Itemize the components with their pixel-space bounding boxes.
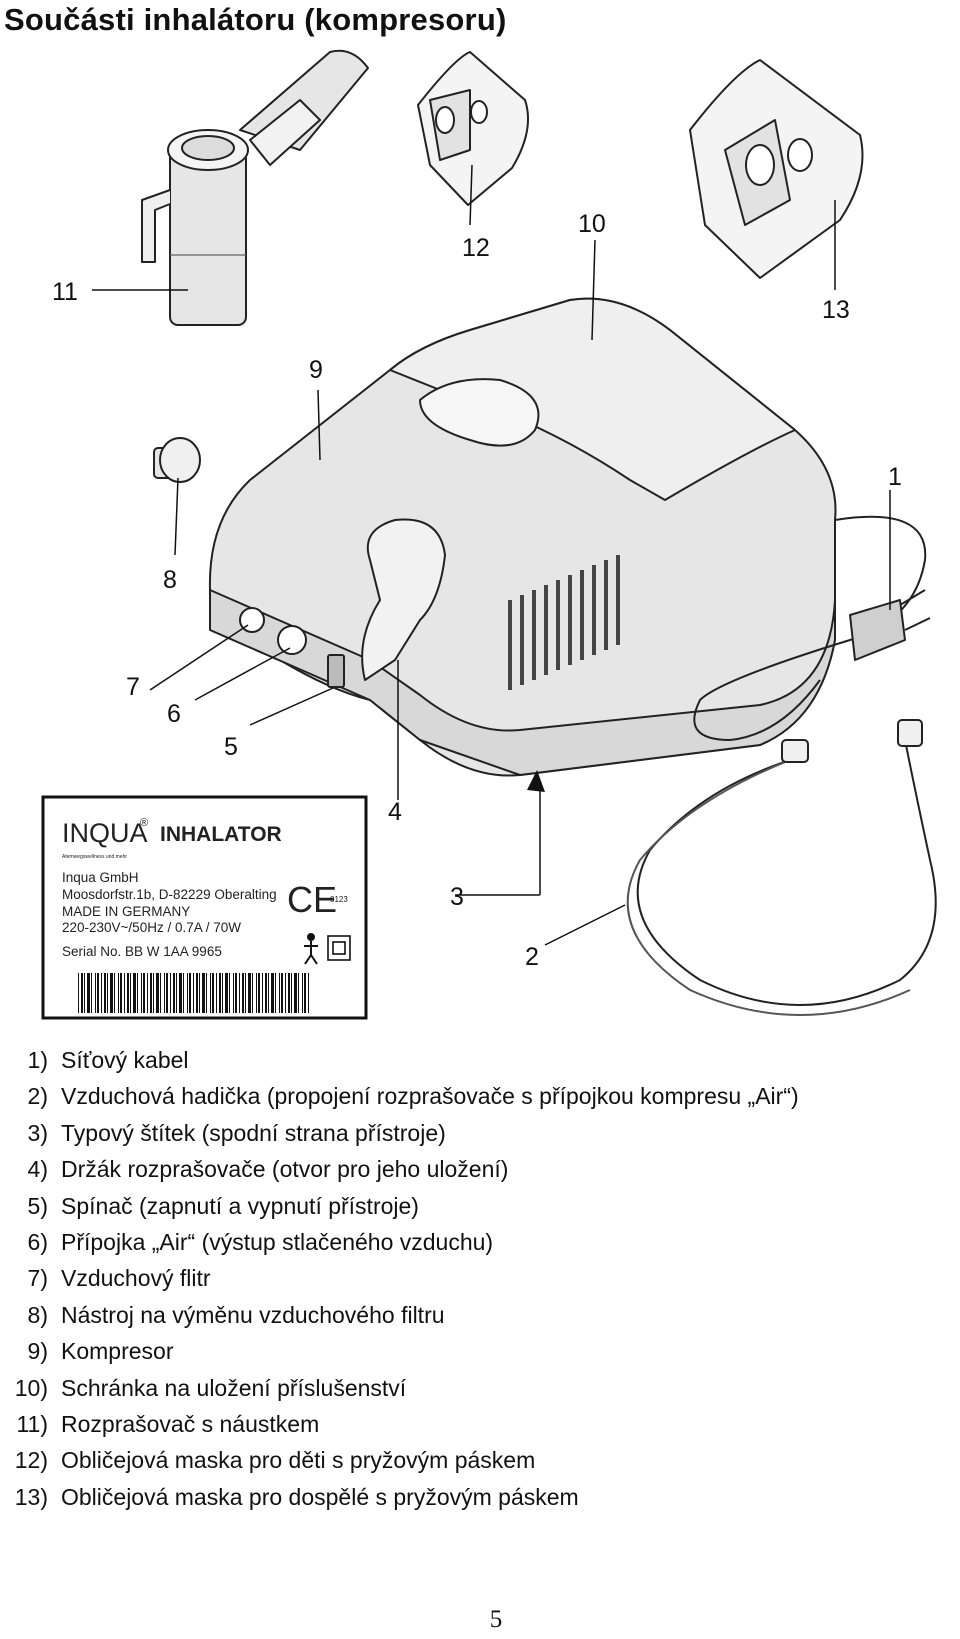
list-item: 9)Kompresor [27, 1338, 174, 1365]
callout-8: 8 [163, 566, 177, 594]
plate-serial: Serial No. BB W 1AA 9965 [62, 944, 222, 959]
child-mask-illustration [417, 51, 529, 206]
list-item: 2)Vzduchová hadička (propojení rozprašov… [27, 1083, 799, 1110]
plate-brand: INQUA [62, 818, 148, 848]
list-item: 6)Přípojka „Air“ (výstup stlačeného vzdu… [27, 1228, 494, 1255]
barcode [78, 973, 309, 1013]
list-item: 5)Spínač (zapnutí a vypnutí přístroje) [27, 1192, 419, 1219]
compressor-illustration [208, 297, 837, 777]
callout-3: 3 [450, 883, 464, 911]
page-title: Součásti inhalátoru (kompresoru) [4, 2, 507, 37]
air-tube-illustration [626, 719, 937, 1016]
callout-9: 9 [309, 356, 323, 384]
plate-address: Moosdorfstr.1b, D-82229 Oberalting [62, 887, 277, 902]
callout-1: 1 [888, 463, 902, 491]
list-item: 4)Držák rozprašovače (otvor pro jeho ulo… [27, 1156, 509, 1183]
person-body-type-icon [304, 933, 318, 965]
parts-list: 1)Síťový kabel 2)Vzduchová hadička (prop… [0, 1042, 799, 1515]
callout-7: 7 [126, 673, 140, 701]
callout-2: 2 [525, 943, 539, 971]
arrow-marker-icon [527, 770, 545, 792]
list-item: 3)Typový štítek (spodní strana přístroje… [27, 1119, 446, 1146]
type-plate: INQUA ® INHALATOR Atemwegswellness und m… [41, 795, 368, 1020]
list-item: 12)Obličejová maska pro děti s pryžovým … [14, 1447, 536, 1474]
double-insulation-icon [327, 935, 351, 961]
nebulizer-illustration [141, 49, 369, 326]
list-item: 10)Schránka na uložení příslušenství [14, 1374, 407, 1401]
callout-10: 10 [578, 210, 606, 238]
power-cable-illustration [693, 515, 931, 741]
callout-lines [92, 164, 891, 946]
callout-13: 13 [822, 296, 850, 324]
plate-registered: ® [140, 817, 148, 829]
plate-product: INHALATOR [160, 823, 282, 846]
svg-text:0123: 0123 [330, 895, 348, 904]
plate-company: Inqua GmbH [62, 870, 139, 885]
list-item: 1)Síťový kabel [27, 1047, 189, 1073]
plate-tagline: Atemwegswellness und mehr [62, 854, 127, 860]
plate-made-in: MADE IN GERMANY [62, 904, 190, 919]
callout-4: 4 [388, 798, 402, 826]
svg-text:CE: CE [287, 879, 337, 920]
list-item: 11)Rozprašovač s náustkem [16, 1410, 320, 1437]
list-item: 7)Vzduchový flitr [27, 1265, 211, 1292]
callout-12: 12 [462, 234, 490, 262]
callout-11: 11 [52, 278, 78, 306]
list-item: 8)Nástroj na výměnu vzduchového filtru [27, 1301, 445, 1328]
adult-mask-illustration [689, 59, 864, 279]
inhalator-parts-figure: 1 2 3 4 5 6 7 8 9 10 11 12 13 INQUA ® IN… [41, 49, 937, 1020]
list-item: 13)Obličejová maska pro dospělé s pryžov… [14, 1483, 579, 1510]
callout-5: 5 [224, 733, 238, 761]
ce-mark-icon: CE 0123 [287, 879, 348, 920]
page-number: 5 [489, 1606, 503, 1633]
filter-tool-illustration [153, 437, 201, 483]
plate-rating: 220-230V~/50Hz / 0.7A / 70W [62, 920, 241, 935]
callout-6: 6 [167, 700, 181, 728]
